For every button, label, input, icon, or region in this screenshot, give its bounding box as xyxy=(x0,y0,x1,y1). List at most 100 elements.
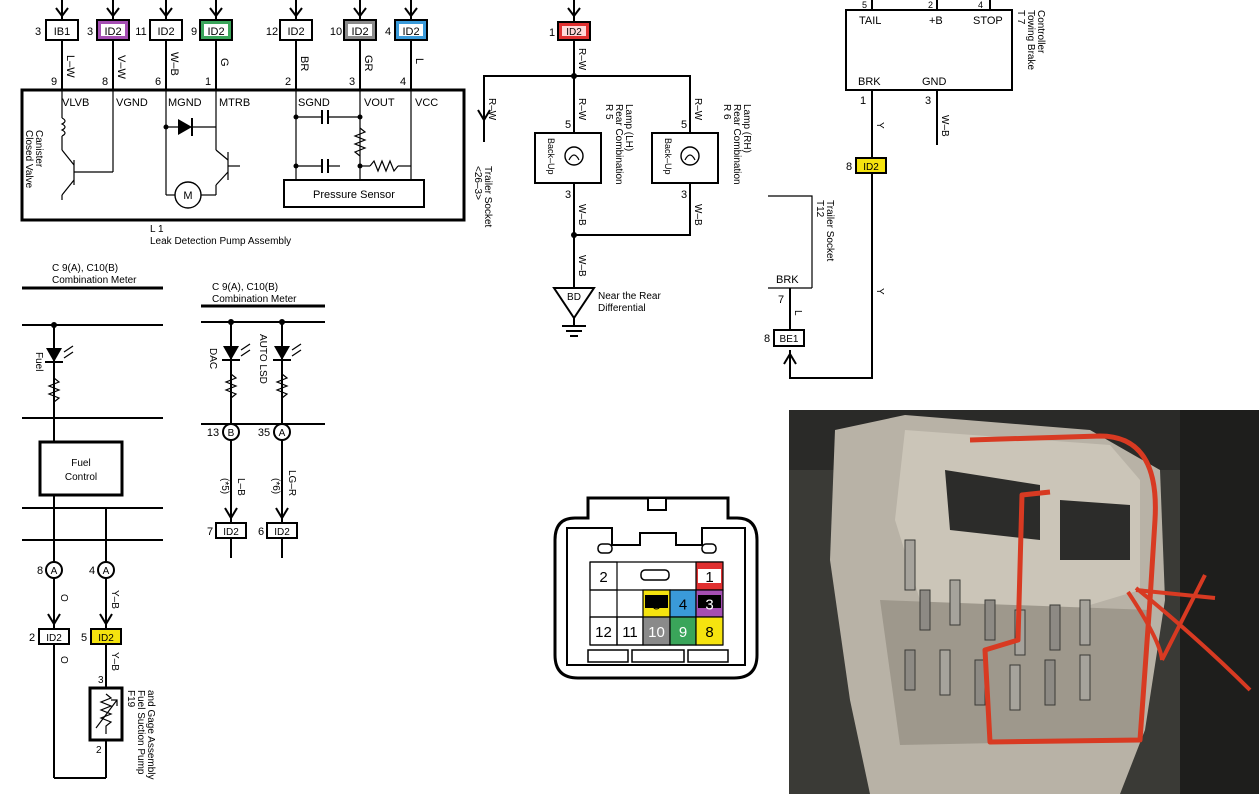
wire-rw-top: R–W xyxy=(576,48,587,71)
t12-name: Trailer Socket xyxy=(824,200,835,262)
wire-code: L–W xyxy=(64,55,76,78)
terminal-number: 3 xyxy=(349,76,355,88)
meter-pin-35: 35 xyxy=(258,427,270,439)
pin-number: 10 xyxy=(330,26,342,38)
t12-wire-l: L xyxy=(792,310,803,316)
meter-title-2: Combination Meter xyxy=(52,275,137,286)
face-cell-number: 10 xyxy=(648,624,665,641)
meter-conn-a1: A xyxy=(51,566,58,577)
id2-label-7: ID2 xyxy=(223,527,239,538)
terminal-mtrb: MTRB xyxy=(219,97,250,109)
wire-wb-rh: W–B xyxy=(692,204,703,226)
ground-desc-2: Differential xyxy=(598,303,646,314)
meter-mid-title-2: Combination Meter xyxy=(212,294,297,305)
terminal-pin xyxy=(904,649,916,691)
wire-rw-rh: R–W xyxy=(692,98,703,121)
valve-label-2: Closed Valve xyxy=(23,130,34,189)
wire-code: GR xyxy=(362,55,374,72)
terminal-pin xyxy=(1079,599,1091,646)
trailer-ref: <26–3> xyxy=(472,166,483,200)
wire-code: W–B xyxy=(168,52,180,76)
terminal-pin xyxy=(949,579,961,626)
t12-ref: T12 xyxy=(814,200,825,218)
pin-number: 12 xyxy=(266,26,278,38)
face-cell-border xyxy=(695,616,724,646)
lamp-lh-name-2: Lamp (LH) xyxy=(623,104,634,151)
connector-label: IB1 xyxy=(54,26,71,38)
leak-detection-pump: VLVB VGND MGND MTRB SGND VOUT VCC Canist… xyxy=(20,88,466,247)
be1-label: BE1 xyxy=(780,334,799,345)
term-brk: BRK xyxy=(858,76,881,88)
terminal-pin xyxy=(1079,654,1091,701)
terminal-vcc: VCC xyxy=(415,97,438,109)
sender-ref: F19 xyxy=(125,690,136,708)
rh-pin-3: 3 xyxy=(681,189,687,201)
terminal-number: 1 xyxy=(205,76,211,88)
wire-wb-lh: W–B xyxy=(576,204,587,226)
pressure-sensor-label: Pressure Sensor xyxy=(313,189,395,201)
lamp-rh-name-1: Rear Combination xyxy=(731,104,742,185)
wire-o-2: O xyxy=(58,656,69,664)
towing-brake-controller: 5 2 4 TAIL +B STOP BRK GND T 7 Towing Br… xyxy=(789,0,1046,379)
face-cell-number: 3 xyxy=(705,597,713,614)
sender-name-2: and Gage Assembly xyxy=(145,690,156,780)
sender-pin-2: 2 xyxy=(96,745,102,756)
terminal-vgnd: VGND xyxy=(116,97,148,109)
id2-label-2: ID2 xyxy=(46,633,62,644)
meter-conn-b: B xyxy=(228,428,235,439)
terminal-pin xyxy=(904,539,916,591)
meter-pin-4: 4 xyxy=(89,565,95,577)
face-cell-number: 12 xyxy=(595,624,612,641)
led-auto-lsd: AUTO LSD xyxy=(257,334,268,384)
pin-number: 3 xyxy=(87,26,93,38)
term-gnd: GND xyxy=(922,76,947,88)
motor-label: M xyxy=(183,190,192,202)
lh-pin-3: 3 xyxy=(565,189,571,201)
be1-pin: 8 xyxy=(764,333,770,345)
sender-pin-3: 3 xyxy=(98,675,104,686)
valve-label-1: Canister xyxy=(33,130,44,168)
connector-label: ID2 xyxy=(157,26,174,38)
fuel-control-2: Control xyxy=(65,472,97,483)
fuel-control-1: Fuel xyxy=(71,458,90,469)
terminal-vout: VOUT xyxy=(364,97,395,109)
meter-mid-title-1: C 9(A), C10(B) xyxy=(212,282,278,293)
face-cell-fill xyxy=(670,590,696,617)
wire-wb-ground: W–B xyxy=(576,255,587,277)
terminal-pin xyxy=(1009,664,1021,711)
terminal-number: 8 xyxy=(102,76,108,88)
term-b: +B xyxy=(929,15,943,27)
terminal-number: 4 xyxy=(400,76,406,88)
combination-meter-middle: C 9(A), C10(B) Combination Meter DAC AUT… xyxy=(201,282,325,558)
trailer-socket-t12: BRK T12 Trailer Socket 7 L BE1 8 xyxy=(764,195,835,365)
terminal-pin xyxy=(939,649,951,696)
id2-pin-2: 2 xyxy=(29,632,35,644)
lamp-lh-ref: R 5 xyxy=(603,104,614,120)
rear-lamps-section: ID2 1 R–W R–W R–W R–W Trailer Socket <26… xyxy=(472,0,752,337)
meter-conn-a: A xyxy=(279,428,286,439)
terminal-pin xyxy=(1044,659,1056,706)
terminal-pin xyxy=(984,599,996,641)
terminal-number: 2 xyxy=(285,76,291,88)
connector-id2-green: ID2 9 G 1 xyxy=(191,0,233,90)
pin-brk: 1 xyxy=(860,95,866,107)
id2-pin-6: 6 xyxy=(258,526,264,538)
pin-stop: 4 xyxy=(978,0,983,10)
face-cell-fill xyxy=(670,617,696,645)
wire-code: V–W xyxy=(115,55,127,79)
ground-label: BD xyxy=(567,292,581,303)
lh-pin-5: 5 xyxy=(565,119,571,131)
pin-gnd: 3 xyxy=(925,95,931,107)
wire-yb-1: Y–B xyxy=(109,590,120,609)
meter-conn-a2: A xyxy=(103,566,110,577)
t12-pin: 7 xyxy=(778,294,784,306)
lamp-rh-ref: R 6 xyxy=(721,104,732,120)
id2-label-6: ID2 xyxy=(274,527,290,538)
lamp-rh-text: Back–Up xyxy=(663,138,673,175)
id2-pin-5: 5 xyxy=(81,632,87,644)
pin-number: 11 xyxy=(135,26,146,38)
terminal-pin xyxy=(919,589,931,631)
face-cell-stripe xyxy=(698,569,721,583)
wire-o-1: O xyxy=(58,594,69,602)
